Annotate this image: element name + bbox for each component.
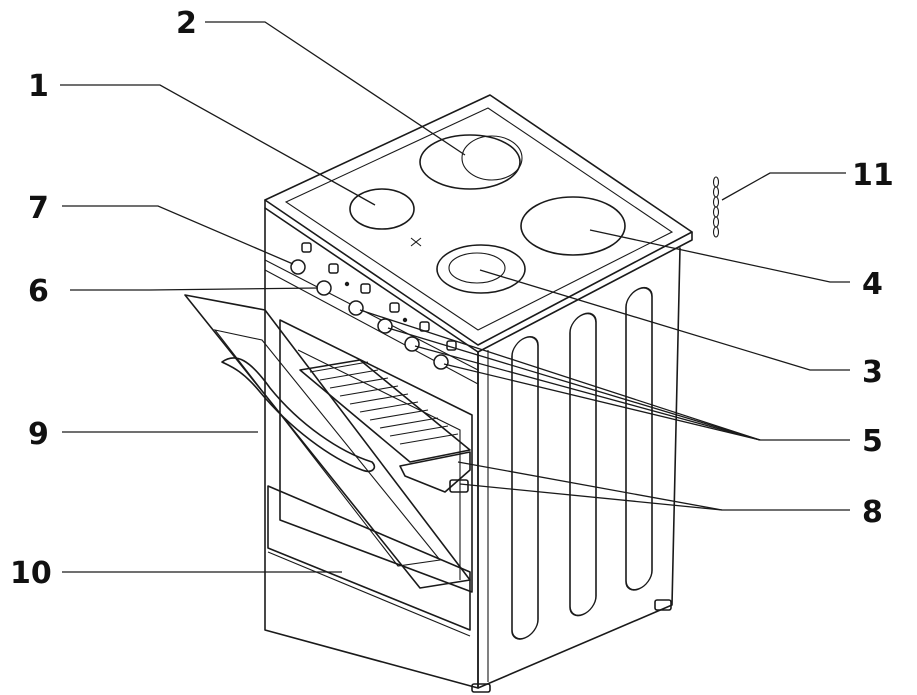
callout-7: 7 [28, 191, 49, 226]
leader-5b [387, 327, 761, 441]
leader-6 [70, 287, 319, 291]
hotplate-3-inner [448, 252, 506, 284]
tray-handle [449, 479, 469, 493]
oven-opening [279, 319, 473, 593]
side-panel [477, 247, 681, 689]
hotplate-4 [520, 196, 626, 256]
side-rib-1 [511, 336, 539, 640]
knob-hotplate-4 [433, 354, 449, 370]
callout-9: 9 [28, 417, 49, 452]
control-band-top [264, 259, 479, 371]
hotplates [349, 134, 626, 294]
side-rib-3 [625, 286, 653, 591]
hotplate-1 [349, 188, 415, 230]
leader-4 [589, 229, 850, 283]
indicator-lamp-3 [360, 283, 371, 294]
oven-door [184, 294, 471, 589]
hob-centre-mark [410, 237, 422, 247]
leader-1 [60, 84, 376, 206]
leader-2 [205, 21, 466, 156]
leader-lines [60, 21, 850, 573]
hotplate-2 [419, 134, 521, 190]
callout-11: 11 [852, 158, 894, 193]
knob-hotplate-1 [348, 300, 364, 316]
panel-dot-2 [402, 317, 408, 323]
callout-8: 8 [862, 495, 883, 530]
hob-top [264, 94, 693, 346]
knob-thermostat [290, 259, 306, 275]
leader-5c [414, 345, 761, 441]
shelf-bars [309, 361, 459, 445]
foot-back [654, 599, 672, 611]
callout-labels: 1 2 3 4 5 6 7 8 9 10 11 [10, 6, 894, 591]
callout-10: 10 [10, 556, 52, 591]
leader-5d [443, 363, 761, 441]
leader-3 [479, 269, 850, 371]
indicator-lamp-4 [389, 302, 400, 313]
hotplate-2-inner [461, 135, 523, 181]
knob-hotplate-3 [404, 336, 420, 352]
knob-hotplate-2 [377, 318, 393, 334]
callout-6: 6 [28, 274, 49, 309]
drawer-lower-edge [267, 551, 471, 637]
callout-4: 4 [862, 267, 883, 302]
door-handle [221, 357, 376, 473]
hob-top-inner [284, 107, 674, 331]
foot-front [471, 683, 491, 693]
side-rib-2 [569, 312, 597, 617]
panel-dot-1 [344, 281, 350, 287]
control-panel [290, 242, 457, 370]
leader-8b [459, 483, 723, 511]
oven-tray [399, 451, 471, 493]
indicator-lamp-2 [328, 263, 339, 274]
callout-1: 1 [28, 69, 49, 104]
cooker-body [184, 94, 693, 693]
callout-3: 3 [862, 355, 883, 390]
leader-7 [62, 205, 294, 265]
oven-back-wall [297, 349, 461, 580]
door-glass [213, 329, 442, 567]
callout-2: 2 [176, 6, 197, 41]
indicator-lamp-1 [301, 242, 312, 253]
knob-function [316, 280, 332, 296]
hotplate-3 [436, 244, 526, 294]
leader-11 [721, 172, 846, 201]
safety-chain [712, 176, 720, 238]
oven-shelf [299, 359, 471, 463]
callout-5: 5 [862, 424, 883, 459]
storage-drawer [267, 485, 471, 631]
